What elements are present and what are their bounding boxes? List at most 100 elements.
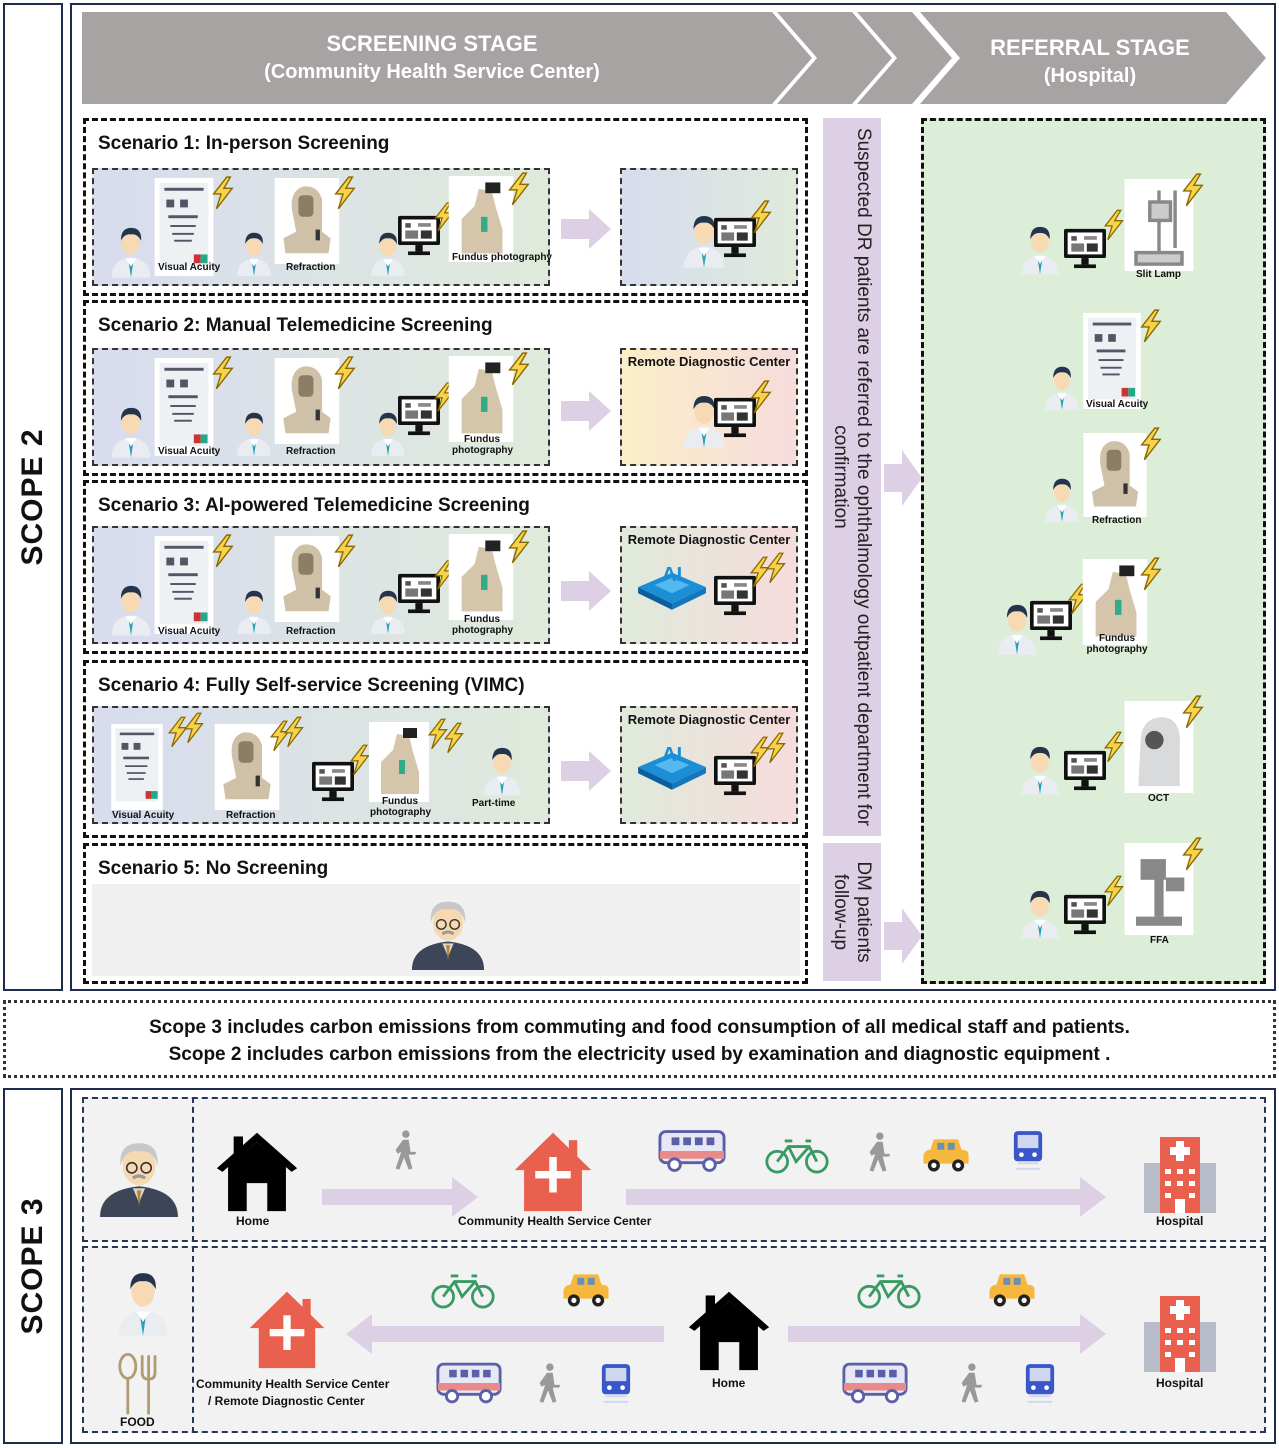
referral-hospital-panel: Slit Lamp Visual Acuity Refraction Fundu… — [921, 118, 1266, 984]
followup-bar-text: DM patients follow-up — [830, 861, 874, 963]
part-time-label: Part-time — [472, 798, 516, 809]
ai-icon — [636, 738, 708, 790]
electricity-icon — [1100, 209, 1126, 241]
scope-notes: Scope 3 includes carbon emissions from c… — [3, 1000, 1276, 1078]
eye-chart-icon — [108, 724, 166, 810]
slit-lamp-label: Slit Lamp — [1136, 269, 1182, 280]
referral-bar: Suspected DR patients are referred to th… — [823, 118, 881, 836]
bus-icon — [436, 1362, 502, 1404]
fundus-camera-icon — [366, 722, 432, 802]
refraction-label: Refraction — [286, 262, 336, 273]
followup-arrow — [884, 908, 922, 964]
screening-stage-heading: SCREENING STAGE — [326, 31, 538, 56]
electricity-icon — [762, 552, 788, 584]
electricity-icon — [504, 530, 532, 564]
commute-arrow-left — [346, 1314, 664, 1354]
ffa-label: FFA — [1150, 935, 1169, 946]
home-icon — [686, 1288, 772, 1372]
diagnosis-panel — [620, 168, 798, 286]
flow-arrow — [561, 571, 611, 611]
car-icon — [560, 1270, 612, 1310]
electricity-icon — [330, 176, 358, 210]
visual-acuity-label: Visual Acuity — [1086, 399, 1149, 410]
scenario-2: Scenario 2: Manual Telemedicine Screenin… — [83, 300, 808, 476]
no-screening-panel — [92, 884, 800, 976]
referral-stage-subtitle: (Hospital) — [1043, 65, 1137, 87]
hospital-icon — [1140, 1292, 1220, 1372]
scope3-note: Scope 3 includes carbon emissions from c… — [149, 1017, 1130, 1038]
medical-staff-icon — [114, 1262, 172, 1340]
center-label-line2: / Remote Diagnostic Center — [208, 1394, 365, 1408]
patient-commute-row: Home Community Health Service Center Hos… — [82, 1097, 1266, 1242]
fundus-photography-label: Fundus photography — [452, 252, 552, 263]
patient-elder-icon — [410, 894, 486, 970]
electricity-icon — [1100, 731, 1126, 763]
screening-panel: Visual Acuity Refraction Fundus photogra… — [92, 168, 552, 286]
electricity-icon — [208, 534, 236, 568]
visual-acuity-label: Visual Acuity — [158, 262, 221, 273]
doctor-icon — [234, 406, 274, 458]
refraction-label: Refraction — [1092, 515, 1142, 526]
electricity-icon — [1136, 557, 1164, 591]
refraction-label: Refraction — [286, 446, 336, 457]
doctor-icon — [108, 580, 154, 636]
electricity-icon — [440, 722, 466, 754]
walking-icon — [956, 1362, 984, 1404]
train-icon — [600, 1362, 632, 1404]
center-label: Community Health Service Center / Remote… — [196, 1376, 389, 1410]
eye-chart-icon — [154, 358, 214, 456]
bicycle-icon — [856, 1272, 922, 1310]
hospital-label: Hospital — [1156, 1214, 1204, 1228]
ai-icon — [636, 558, 708, 610]
scope3-panel — [70, 1088, 1276, 1444]
remote-diagnostic-center-title: Remote Diagnostic Center — [627, 532, 791, 547]
fundus-photography-label: Fundus photography — [370, 796, 432, 818]
doctor-icon — [234, 226, 274, 278]
remote-diagnostic-center-title: Remote Diagnostic Center — [627, 354, 791, 369]
electricity-icon — [208, 176, 236, 210]
scenario-title: Scenario 4: Fully Self-service Screening… — [98, 675, 525, 696]
scenario-title: Scenario 3: AI-powered Telemedicine Scre… — [98, 495, 530, 516]
scenario-4: Scenario 4: Fully Self-service Screening… — [83, 660, 808, 838]
food-icon — [112, 1352, 166, 1416]
refraction-label: Refraction — [226, 810, 276, 821]
screening-stage-subtitle: (Community Health Service Center) — [264, 61, 600, 83]
remote-diagnostic-center-panel: Remote Diagnostic Center — [620, 706, 798, 824]
electricity-icon — [330, 534, 358, 568]
screening-panel: Visual Acuity Refraction Fundus photogra… — [92, 348, 550, 466]
scenario-title: Scenario 1: In-person Screening — [98, 133, 390, 154]
doctor-icon — [1018, 741, 1062, 795]
remote-diagnostic-center-panel: Remote Diagnostic Center — [620, 526, 798, 644]
scope2-panel — [70, 3, 1276, 991]
electricity-icon — [330, 356, 358, 390]
flow-arrow — [561, 391, 611, 431]
flow-arrow — [561, 209, 611, 249]
electricity-icon — [746, 380, 774, 414]
doctor-icon — [1018, 885, 1062, 939]
electricity-icon — [208, 356, 236, 390]
train-icon — [1024, 1362, 1056, 1404]
flow-arrow — [561, 751, 611, 791]
visual-acuity-label: Visual Acuity — [158, 626, 221, 637]
eye-chart-icon — [154, 536, 214, 634]
stage-header-arrows — [82, 12, 1266, 104]
electricity-icon — [1178, 695, 1206, 729]
referral-stage-title: REFERRAL STAGE (Hospital) — [950, 34, 1230, 90]
hospital-icon — [1140, 1133, 1220, 1213]
electricity-icon — [1178, 173, 1206, 207]
scenario-title: Scenario 2: Manual Telemedicine Screenin… — [98, 315, 493, 336]
screening-panel: Visual Acuity Refraction Fundus photogra… — [92, 526, 550, 644]
screening-panel: Visual Acuity Refraction Fundus photogra… — [92, 706, 550, 824]
walking-icon — [534, 1362, 562, 1404]
electricity-icon — [504, 352, 532, 386]
scope2-label-panel: SCOPE 2 — [3, 3, 63, 991]
community-health-center-icon — [508, 1129, 598, 1213]
community-health-center-label: Community Health Service Center — [458, 1214, 652, 1228]
eye-chart-icon — [1082, 313, 1142, 409]
walking-icon — [390, 1129, 418, 1171]
referral-stage-heading: REFERRAL STAGE — [990, 35, 1190, 60]
electricity-icon — [180, 712, 206, 744]
scope2-note: Scope 2 includes carbon emissions from t… — [168, 1044, 1111, 1065]
electricity-icon — [1100, 875, 1126, 907]
followup-bar: DM patients follow-up — [823, 843, 881, 981]
